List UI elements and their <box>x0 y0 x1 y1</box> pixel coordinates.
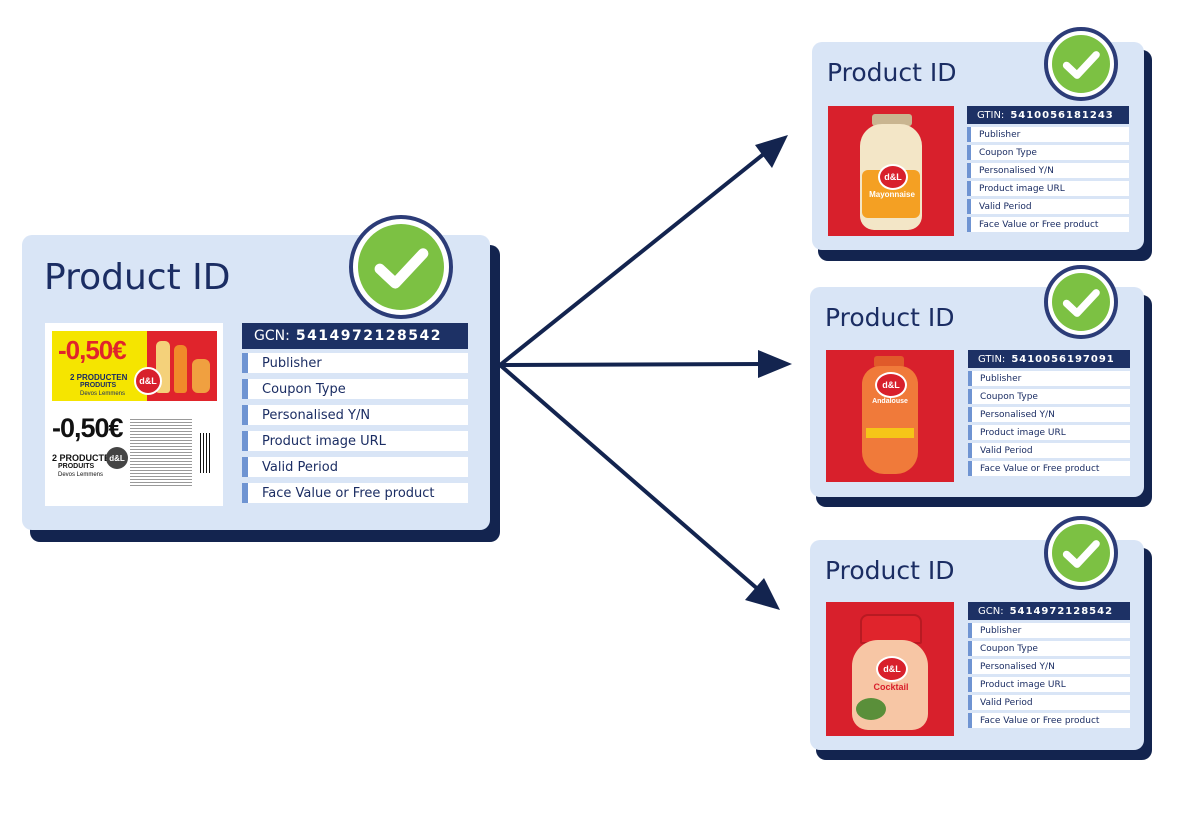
brand-logo: d&L <box>875 372 907 398</box>
arrow-head-1 <box>755 135 788 168</box>
id-header: GCN: 5414972128542 <box>968 602 1130 620</box>
field-product-image-url: Product image URL <box>967 181 1129 196</box>
coupon-top-line2: PRODUITS <box>80 382 117 389</box>
id-label: GTIN: <box>978 353 1006 365</box>
id-header: GCN: 5414972128542 <box>242 323 468 349</box>
id-label: GTIN: <box>977 109 1005 121</box>
arrow-to-card-1 <box>498 143 777 367</box>
field-valid-period: Valid Period <box>967 199 1129 214</box>
field-personalised: Personalised Y/N <box>242 405 468 425</box>
field-product-image-url: Product image URL <box>242 431 468 451</box>
arrow-head-3 <box>745 578 780 610</box>
field-publisher: Publisher <box>242 353 468 373</box>
field-face-value: Face Value or Free product <box>968 461 1130 476</box>
check-icon <box>1044 265 1118 339</box>
id-value: 5414972128542 <box>295 328 442 344</box>
field-face-value: Face Value or Free product <box>968 713 1130 728</box>
coupon-top-line1: 2 PRODUCTEN <box>70 373 128 382</box>
field-valid-period: Valid Period <box>968 443 1130 458</box>
bottle-mini-3 <box>192 359 210 393</box>
field-personalised: Personalised Y/N <box>968 659 1130 674</box>
id-value: 5410056197091 <box>1011 353 1115 365</box>
card-title: Product ID <box>825 303 955 332</box>
id-value: 5410056181243 <box>1010 109 1114 121</box>
product-image-mayonnaise: d&L Mayonnaise <box>828 106 954 236</box>
coupon-fine-print <box>130 417 192 487</box>
field-valid-period: Valid Period <box>968 695 1130 710</box>
check-icon <box>349 215 453 319</box>
id-value: 5414972128542 <box>1009 605 1114 617</box>
coupon-top-brand: Devos Lemmens <box>80 391 126 397</box>
field-list: GCN: 5414972128542 Publisher Coupon Type… <box>242 323 468 503</box>
coupon-barcode <box>200 433 212 473</box>
card-title: Product ID <box>827 58 957 87</box>
field-face-value: Face Value or Free product <box>967 217 1129 232</box>
card-title: Product ID <box>825 556 955 585</box>
id-header: GTIN: 5410056197091 <box>968 350 1130 368</box>
field-list: GTIN: 5410056181243 Publisher Coupon Typ… <box>967 106 1129 232</box>
field-valid-period: Valid Period <box>242 457 468 477</box>
coupon-bottom-brand: Devos Lemmens <box>58 472 104 478</box>
product-image-andalouse: d&L Andalouse <box>826 350 954 482</box>
id-label: GCN: <box>978 605 1004 617</box>
field-coupon-type: Coupon Type <box>242 379 468 399</box>
product-image-cocktail: d&L Cocktail <box>826 602 954 736</box>
field-coupon-type: Coupon Type <box>968 641 1130 656</box>
coupon-bottom: -0,50€ 2 PRODUCTEN PRODUITS Devos Lemmen… <box>52 413 217 498</box>
field-publisher: Publisher <box>968 623 1130 638</box>
field-face-value: Face Value or Free product <box>242 483 468 503</box>
brand-logo: d&L <box>878 164 908 190</box>
product-label: Cocktail <box>873 682 909 692</box>
brand-logo-bottom: d&L <box>106 447 128 469</box>
arrow-to-card-3 <box>498 363 770 600</box>
coupon-top: -0,50€ 2 PRODUCTEN PRODUITS Devos Lemmen… <box>52 331 217 401</box>
field-coupon-type: Coupon Type <box>967 145 1129 160</box>
field-publisher: Publisher <box>967 127 1129 142</box>
brand-logo: d&L <box>876 656 908 682</box>
arrow-head-2 <box>758 350 792 378</box>
product-label: Andalouse <box>872 398 908 405</box>
brand-logo-top: d&L <box>134 367 162 395</box>
field-product-image-url: Product image URL <box>968 425 1130 440</box>
field-publisher: Publisher <box>968 371 1130 386</box>
coupon-bottom-line1: 2 PRODUCTEN <box>52 453 117 463</box>
field-list: GCN: 5414972128542 Publisher Coupon Type… <box>968 602 1130 728</box>
coupon-bottom-price: -0,50€ <box>52 413 124 443</box>
field-product-image-url: Product image URL <box>968 677 1130 692</box>
field-personalised: Personalised Y/N <box>968 407 1130 422</box>
arrow-to-card-2 <box>499 362 773 367</box>
id-header: GTIN: 5410056181243 <box>967 106 1129 124</box>
id-label: GCN: <box>254 328 290 344</box>
check-icon <box>1044 27 1118 101</box>
field-list: GTIN: 5410056197091 Publisher Coupon Typ… <box>968 350 1130 476</box>
coupon-bottom-line2: PRODUITS <box>58 463 95 470</box>
field-coupon-type: Coupon Type <box>968 389 1130 404</box>
product-label: Mayonnaise <box>869 190 915 199</box>
bottle-mini-2 <box>174 345 187 393</box>
field-personalised: Personalised Y/N <box>967 163 1129 178</box>
coupon-top-price: -0,50€ <box>58 335 127 365</box>
coupon-image: -0,50€ 2 PRODUCTEN PRODUITS Devos Lemmen… <box>45 323 223 506</box>
card-title: Product ID <box>44 257 231 298</box>
check-icon <box>1044 516 1118 590</box>
